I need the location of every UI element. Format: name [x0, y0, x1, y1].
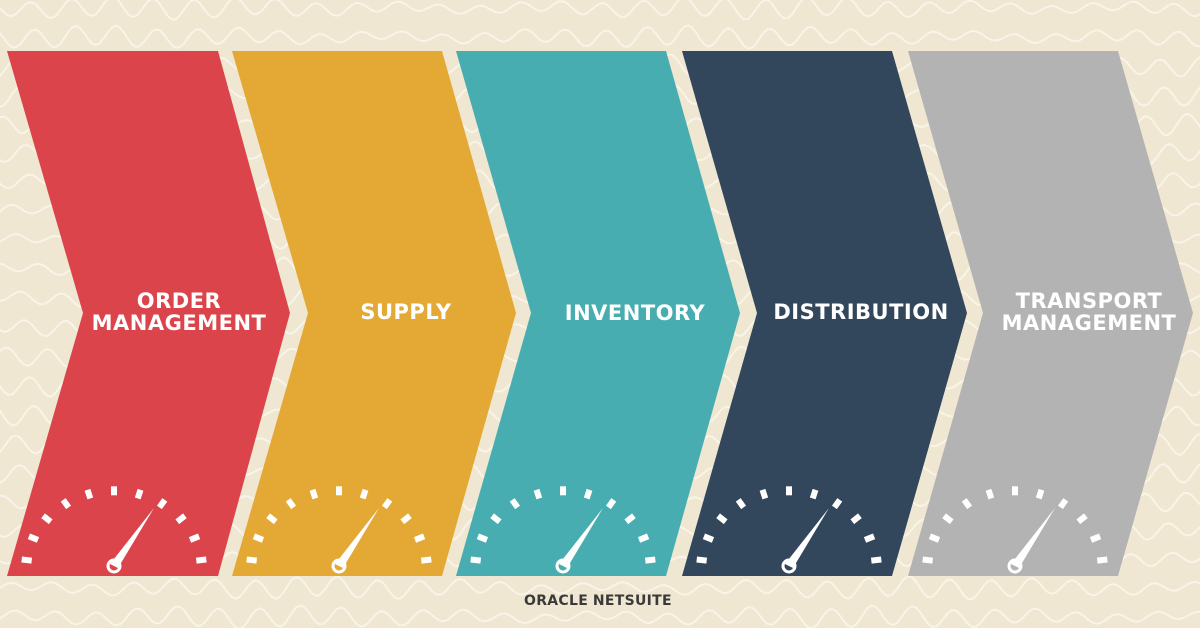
gauge-tick: [476, 533, 489, 543]
chevron-stage: [908, 51, 1193, 576]
gauge-tick: [735, 498, 747, 510]
wave-line: [0, 604, 1200, 628]
speedometer-icon: [246, 486, 432, 574]
gauge-tick: [60, 498, 72, 510]
speedometer-icon: [696, 486, 882, 574]
gauge-tick: [644, 556, 656, 564]
stage-label-line: ORDER: [136, 289, 222, 313]
chevron-stage: [7, 51, 290, 576]
gauge-hub: [1007, 558, 1023, 574]
gauge-tick: [285, 498, 297, 510]
gauge-tick: [27, 533, 40, 543]
chevron-shape: [456, 51, 740, 576]
stage-label-distribution: DISTRIBUTION: [758, 301, 964, 323]
wave-line: [0, 0, 1200, 21]
wave-line: [0, 24, 1200, 50]
gauge-tick: [985, 488, 995, 500]
stage-label-inventory: INVENTORY: [540, 302, 730, 324]
chevron-stage: [232, 51, 516, 576]
gauge-tick: [696, 556, 708, 564]
wave-line: [0, 575, 1200, 601]
gauge-tick: [961, 498, 973, 510]
gauge-tick: [624, 513, 636, 525]
gauge-tick: [266, 513, 278, 525]
stage-label-line: DISTRIBUTION: [773, 300, 949, 324]
gauge-tick: [863, 533, 876, 543]
gauge-hub: [555, 558, 571, 574]
gauge-hub: [106, 558, 122, 574]
speedometer-icon: [922, 486, 1108, 574]
stage-label-line: INVENTORY: [564, 301, 706, 325]
chevron-stages: [7, 51, 1193, 576]
gauge-tick: [188, 533, 201, 543]
gauge-tick: [870, 556, 882, 564]
chevron-stage: [682, 51, 967, 576]
gauge-tick: [1096, 556, 1108, 564]
gauge-tick: [1057, 498, 1069, 510]
gauge-tick: [716, 513, 728, 525]
logo-brand: ORACLE: [524, 593, 589, 609]
gauge-tick: [850, 513, 862, 525]
gauge-tick: [309, 488, 319, 500]
gauge-tick: [533, 488, 543, 500]
gauge-tick: [246, 556, 258, 564]
gauge-tick: [831, 498, 843, 510]
chevron-stage: [456, 51, 740, 576]
gauge-tick: [928, 533, 941, 543]
gauge-hub: [781, 558, 797, 574]
speedometer-icon: [21, 486, 207, 574]
gauge-tick: [509, 498, 521, 510]
gauge-tick: [156, 498, 168, 510]
stage-label-line: MANAGEMENT: [91, 311, 267, 335]
logo-product: NETSUITE: [592, 593, 672, 609]
gauge-hub: [331, 558, 347, 574]
gauge-needle: [335, 508, 379, 568]
gauge-tick: [1089, 533, 1102, 543]
chevron-shape: [908, 51, 1193, 576]
gauge-tick: [195, 556, 207, 564]
gauge-needle: [785, 508, 829, 568]
gauge-tick: [21, 556, 33, 564]
gauge-tick: [252, 533, 265, 543]
gauge-tick: [470, 556, 482, 564]
gauge-tick: [809, 488, 819, 500]
gauge-tick: [1076, 513, 1088, 525]
gauge-needle: [559, 508, 603, 568]
gauge-tick: [490, 513, 502, 525]
gauge-tick: [84, 488, 94, 500]
gauge-tick: [134, 488, 144, 500]
gauge-tick: [583, 488, 593, 500]
stage-label-line: TRANSPORT: [1015, 289, 1163, 313]
chevron-shape: [682, 51, 967, 576]
stage-label-transport-management: TRANSPORT MANAGEMENT: [988, 290, 1190, 334]
oracle-netsuite-logo: ORACLE NETSUITE: [524, 593, 672, 609]
gauge-tick: [942, 513, 954, 525]
gauge-tick: [922, 556, 934, 564]
gauge-tick: [175, 513, 187, 525]
gauge-tick: [702, 533, 715, 543]
gauge-tick: [759, 488, 769, 500]
stage-label-supply: SUPPLY: [316, 301, 496, 323]
gauge-needle: [1011, 508, 1055, 568]
gauge-tick: [420, 556, 432, 564]
stage-label-order-management: ORDER MANAGEMENT: [78, 290, 280, 334]
gauge-tick: [1035, 488, 1045, 500]
gauge-tick: [637, 533, 650, 543]
gauge-needle: [110, 508, 154, 568]
stage-label-line: MANAGEMENT: [1001, 311, 1177, 335]
stage-label-line: SUPPLY: [360, 300, 452, 324]
gauge-tick: [605, 498, 617, 510]
gauge-tick: [400, 513, 412, 525]
chevron-shape: [232, 51, 516, 576]
gauge-tick: [41, 513, 53, 525]
gauge-tick: [359, 488, 369, 500]
speedometer-icon: [470, 486, 656, 574]
chevron-shape: [7, 51, 290, 576]
gauge-tick: [381, 498, 393, 510]
gauge-tick: [413, 533, 426, 543]
